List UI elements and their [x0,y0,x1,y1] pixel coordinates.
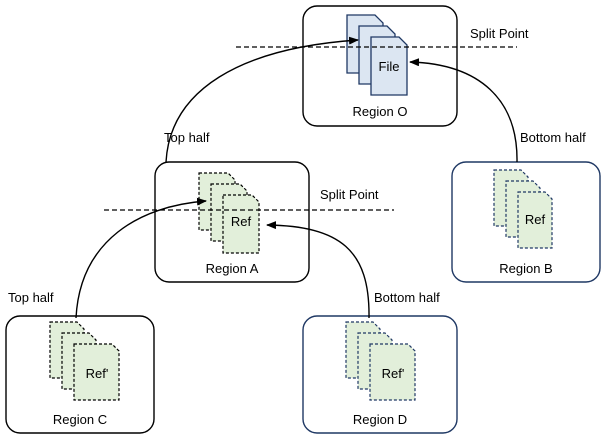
arrow-c-to-a [75,197,207,319]
arrow-a-to-o [165,36,359,163]
region-o: File Region O [302,5,458,127]
region-d-label: Region D [353,412,407,427]
edge-label-d-to-a: Bottom half [374,290,440,305]
edge-a-to-o: Top half [164,36,359,163]
split-label-middle: Split Point [320,187,379,202]
region-o-label: Region O [353,104,408,119]
region-b: Ref Region B [451,161,601,283]
edge-label-c-to-a: Top half [8,290,54,305]
region-c-label: Region C [53,412,107,427]
region-d: Ref' Region D [302,315,458,434]
edge-d-to-a: Bottom half [266,221,440,319]
ref-stack-d: Ref' [345,321,416,401]
region-b-label: Region B [499,261,552,276]
split-point-middle: Split Point [104,187,394,211]
ref-label-d: Ref' [382,366,405,381]
edge-label-a-to-o: Top half [164,130,210,145]
edge-label-b-to-o: Bottom half [520,130,586,145]
ref-stack-b: Ref [493,169,553,249]
file-label: File [379,59,400,74]
arrow-d-to-a [266,221,370,319]
ref-label-b: Ref [525,212,546,227]
edge-c-to-a: Top half [8,197,207,319]
file-stack: File [346,14,408,96]
ref-page-c-3 [73,343,120,401]
ref-stack-c: Ref' [49,321,120,401]
ref-label-c: Ref' [86,366,109,381]
split-point-top: Split Point [236,26,529,48]
split-label-top: Split Point [470,26,529,41]
ref-page-d-3 [369,343,416,401]
ref-label-a: Ref [231,214,252,229]
ref-page-b-3 [517,191,553,249]
edge-b-to-o: Bottom half [409,58,586,163]
region-a-label: Region A [206,261,259,276]
region-c: Ref' Region C [5,315,155,434]
file-page-3 [370,36,408,96]
arrow-b-to-o [409,58,518,163]
region-a: Ref Region A [154,161,310,283]
